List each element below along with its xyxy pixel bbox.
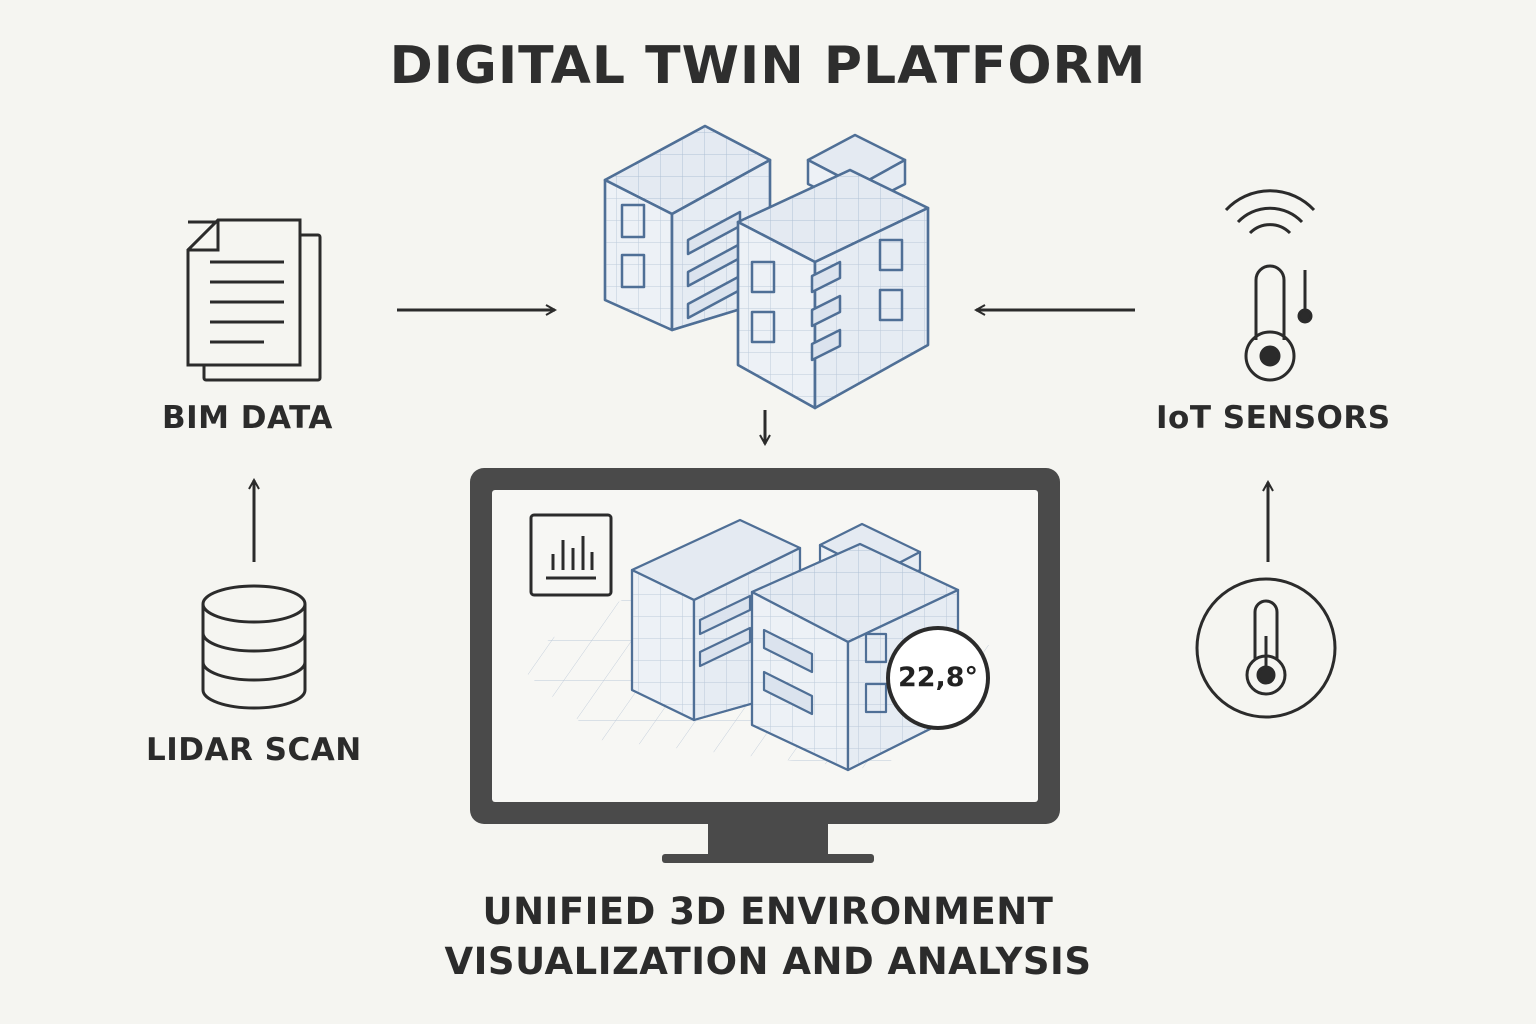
wireless-thermometer-icon [1224, 189, 1316, 382]
caption-line-1: UNIFIED 3D ENVIRONMENT [482, 890, 1054, 933]
thermometer-circle-icon [1195, 577, 1337, 719]
caption-line-2: VISUALIZATION AND ANALYSIS [444, 940, 1092, 983]
temperature-readout-circle [886, 626, 990, 730]
lidar-scan-label: LIDAR SCAN [146, 732, 362, 768]
iot-sensors-label: IoT SENSORS [1156, 400, 1391, 436]
document-stack-icon [186, 218, 322, 382]
bar-chart-icon [529, 513, 613, 597]
database-icon [201, 584, 307, 710]
temperature-readout: 22,8° [897, 662, 979, 693]
bim-data-label: BIM DATA [162, 400, 333, 436]
building-model [603, 124, 930, 410]
diagram-title: DIGITAL TWIN PLATFORM [389, 36, 1147, 96]
